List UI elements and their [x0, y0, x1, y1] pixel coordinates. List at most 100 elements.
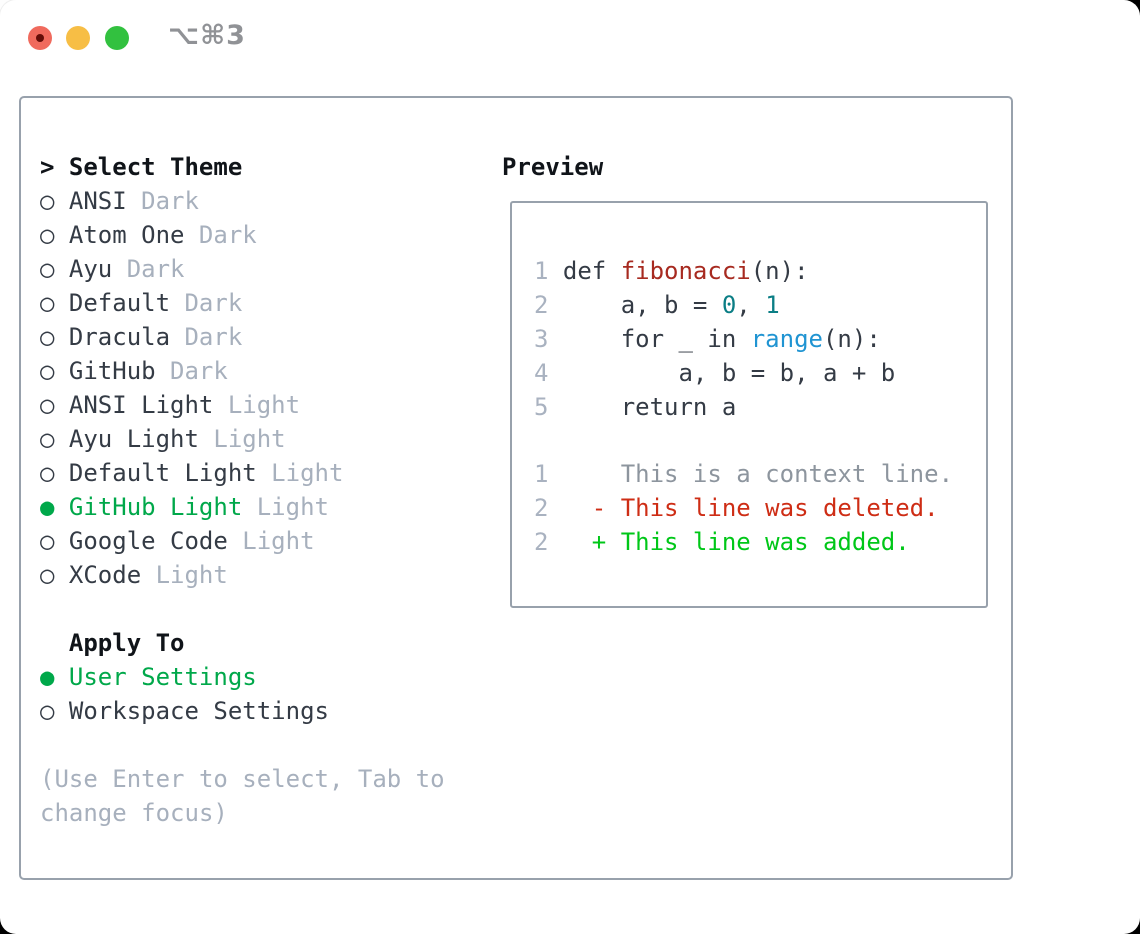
theme-option[interactable]: ○ ANSI Light Light: [40, 388, 445, 422]
theme-option[interactable]: ○ GitHub Dark: [40, 354, 445, 388]
radio-selected-icon: ●: [40, 663, 55, 691]
variant-tag: Light: [256, 493, 329, 521]
option-label: Default Light: [68, 459, 257, 487]
option-label: GitHub: [68, 357, 156, 385]
line-number: 3: [534, 325, 549, 353]
option-label: ANSI Light: [68, 391, 214, 419]
variant-tag: Light: [155, 561, 228, 589]
line-number: 4: [534, 359, 549, 387]
code-segment-number: 1: [765, 291, 780, 319]
code-segment-code: ,: [736, 291, 766, 319]
theme-option[interactable]: ○ Ayu Dark: [40, 252, 445, 286]
variant-tag: Dark: [126, 255, 185, 283]
select-theme-label: Select Theme: [68, 153, 243, 181]
code-segment-code: (n):: [750, 257, 809, 285]
option-label: Default: [68, 289, 171, 317]
apply-to-label: Apply To: [68, 629, 185, 657]
variant-tag: Light: [227, 391, 301, 419]
radio-unselected-icon: ○: [40, 289, 55, 317]
option-label: ANSI: [68, 187, 127, 215]
code-segment-context: This is a context line.: [562, 460, 954, 488]
line-number: 5: [534, 393, 549, 421]
radio-unselected-icon: ○: [40, 527, 55, 555]
code-segment-code: (n):: [822, 325, 881, 353]
code-segment-function: fibonacci: [620, 257, 751, 285]
preview-line: 5 return a: [534, 390, 986, 424]
theme-option[interactable]: ○ Google Code Light: [40, 524, 445, 558]
help-text-line-1: (Use Enter to select, Tab to: [40, 765, 445, 793]
line-number: 2: [534, 494, 549, 522]
theme-option[interactable]: ○ Default Dark: [40, 286, 445, 320]
theme-option[interactable]: ● GitHub Light Light: [40, 490, 445, 524]
option-label: Ayu Light: [68, 425, 199, 453]
radio-unselected-icon: ○: [40, 221, 55, 249]
diff-preview: 1 This is a context line. 2 - This line w…: [534, 457, 986, 559]
preview-line: 2 + This line was added.: [534, 525, 986, 559]
option-label: XCode: [68, 561, 142, 589]
radio-unselected-icon: ○: [40, 697, 55, 725]
option-label: User Settings: [68, 663, 257, 691]
variant-tag: Light: [242, 527, 315, 555]
preview-line: 1 This is a context line.: [534, 457, 986, 491]
apply-to-list: ● User Settings ○ Workspace Settings: [40, 660, 445, 728]
radio-unselected-icon: ○: [40, 561, 55, 589]
option-label: Dracula: [68, 323, 171, 351]
cursor-prompt-icon: >: [40, 153, 55, 181]
option-label: Workspace Settings: [68, 697, 329, 725]
theme-option[interactable]: ○ Dracula Dark: [40, 320, 445, 354]
code-segment-code: for _ in: [562, 325, 751, 353]
theme-option[interactable]: ○ Atom One Dark: [40, 218, 445, 252]
line-number: 2: [534, 528, 549, 556]
option-label: GitHub Light: [68, 493, 243, 521]
radio-unselected-icon: ○: [40, 459, 55, 487]
radio-selected-icon: ●: [40, 493, 55, 521]
radio-unselected-icon: ○: [40, 187, 55, 215]
apply-to-option[interactable]: ● User Settings: [40, 660, 445, 694]
code-segment-builtin: range: [750, 325, 823, 353]
variant-tag: Dark: [198, 221, 257, 249]
radio-unselected-icon: ○: [40, 323, 55, 351]
select-theme-header: > Select Theme: [40, 150, 445, 184]
radio-unselected-icon: ○: [40, 391, 55, 419]
variant-tag: Dark: [184, 289, 243, 317]
theme-option[interactable]: ○ XCode Light: [40, 558, 445, 592]
spacer-row: [40, 728, 445, 762]
window-title: ⌥⌘3: [168, 20, 246, 51]
option-label: Ayu: [68, 255, 113, 283]
code-segment-added: + This line was added.: [562, 528, 910, 556]
apply-to-header: Apply To: [40, 626, 445, 660]
code-segment-number: 0: [721, 291, 737, 319]
option-label: Google Code: [68, 527, 228, 555]
variant-tag: Dark: [184, 323, 243, 351]
help-text-line-2: change focus): [40, 799, 228, 827]
radio-unselected-icon: ○: [40, 255, 55, 283]
preview-line: 3 for _ in range(n):: [534, 322, 986, 356]
variant-tag: Dark: [170, 357, 228, 385]
close-button[interactable]: [28, 26, 52, 50]
code-segment-code: return a: [562, 393, 737, 421]
code-segment-deleted: - This line was deleted.: [562, 494, 939, 522]
zoom-button[interactable]: [105, 26, 129, 50]
option-label: Atom One: [68, 221, 185, 249]
line-number: 1: [534, 257, 549, 285]
minimize-button[interactable]: [66, 26, 90, 50]
variant-tag: Light: [271, 459, 344, 487]
line-number: 1: [534, 460, 549, 488]
code-segment-code: a, b =: [562, 291, 722, 319]
theme-option[interactable]: ○ Default Light Light: [40, 456, 445, 490]
code-segment-code: a, b = b, a + b: [562, 359, 896, 387]
preview-line: 2 a, b = 0, 1: [534, 288, 986, 322]
apply-to-option[interactable]: ○ Workspace Settings: [40, 694, 445, 728]
variant-tag: Light: [213, 425, 286, 453]
spacer-row: [40, 592, 445, 626]
radio-unselected-icon: ○: [40, 357, 55, 385]
